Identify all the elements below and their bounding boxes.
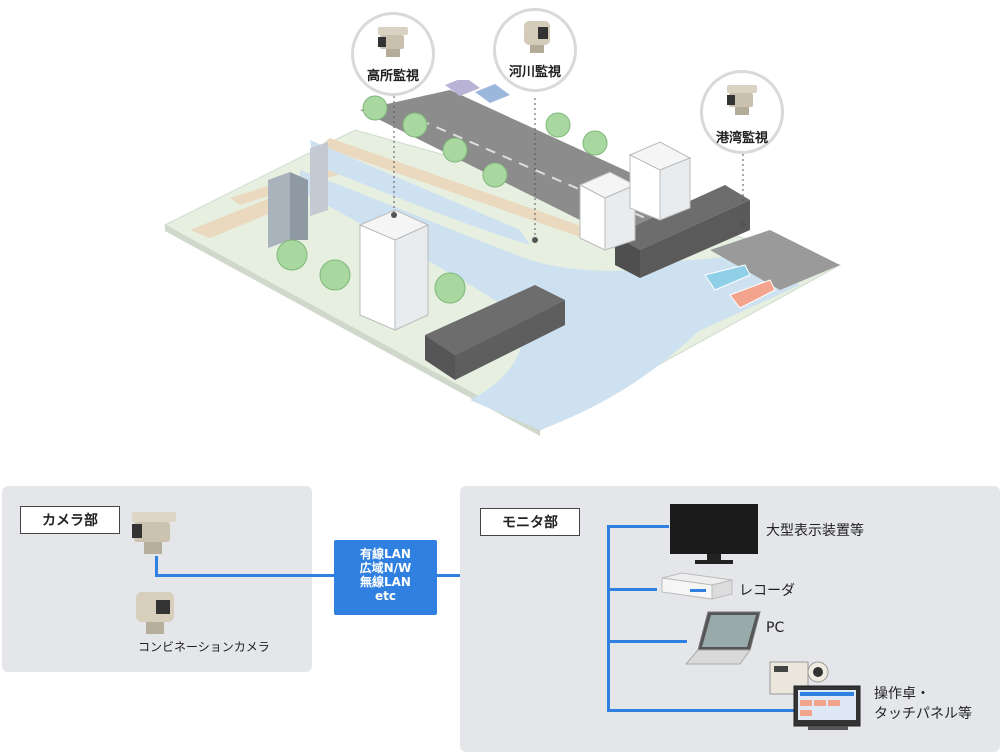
callout-harbor: 港湾監視	[700, 70, 784, 154]
pc-label: PC	[766, 620, 785, 636]
river-upper	[310, 140, 530, 245]
network-line: 有線LAN	[360, 547, 411, 561]
recorder-label: レコーダ	[739, 583, 795, 599]
house	[445, 80, 480, 96]
network-box: 有線LAN 広域N/W 無線LAN etc	[334, 540, 437, 615]
branch-line	[607, 709, 797, 712]
recorder-icon	[661, 572, 733, 600]
boat	[704, 264, 751, 291]
building	[268, 172, 290, 248]
network-line: 無線LAN	[360, 575, 411, 589]
thermal-camera-icon	[136, 592, 174, 634]
console-label-line2: タッチパネル等	[874, 706, 972, 722]
callout-label: 河川監視	[508, 65, 561, 80]
building	[290, 172, 308, 240]
callout-high-place: 高所監視	[351, 12, 435, 96]
path-strip	[320, 138, 650, 258]
callout-label: 高所監視	[366, 69, 419, 84]
thermal-camera-icon	[524, 21, 550, 53]
camera-section-title: カメラ部	[20, 506, 120, 534]
laptop-icon	[684, 611, 761, 665]
callout-river: 河川監視	[493, 8, 577, 92]
network-line: 広域N/W	[359, 561, 412, 575]
path-strip	[190, 198, 290, 238]
console-label-line1: 操作卓・	[874, 686, 930, 702]
console-label: 操作卓・ タッチパネル等	[874, 684, 972, 724]
connector-line	[155, 556, 158, 576]
harbor-wall-front	[640, 200, 750, 278]
branch-line	[607, 640, 687, 643]
bus-line	[607, 525, 610, 712]
tower	[359, 224, 396, 331]
monitor-section-title: モニタ部	[480, 508, 580, 536]
road-marking	[419, 119, 651, 221]
trees	[276, 95, 608, 304]
isometric-city-scene	[163, 80, 842, 436]
display-icon	[670, 504, 758, 564]
ptz-camera-icon	[132, 512, 176, 554]
pier-wall	[425, 285, 565, 355]
tower	[604, 184, 636, 251]
combination-camera-label: コンビネーションカメラ	[138, 640, 270, 654]
harbor-wall	[615, 185, 750, 250]
network-line: etc	[375, 589, 396, 603]
callout-label: 港湾監視	[715, 131, 768, 146]
boat	[729, 279, 776, 309]
branch-line	[607, 525, 669, 528]
branch-line	[607, 588, 657, 591]
ground-edge	[165, 225, 540, 436]
house	[475, 84, 510, 103]
control-console-icon	[769, 661, 861, 730]
building	[310, 142, 328, 216]
tower	[659, 157, 691, 221]
harbor-wall-side	[615, 235, 640, 278]
dock	[710, 230, 840, 290]
display-label: 大型表示装置等	[766, 523, 864, 539]
connector-line	[155, 574, 335, 577]
pier-wall-side	[425, 335, 455, 380]
tower	[394, 224, 429, 331]
ptz-camera-icon	[378, 27, 408, 57]
ptz-camera-icon	[727, 85, 757, 115]
pier-wall-front	[455, 300, 565, 380]
